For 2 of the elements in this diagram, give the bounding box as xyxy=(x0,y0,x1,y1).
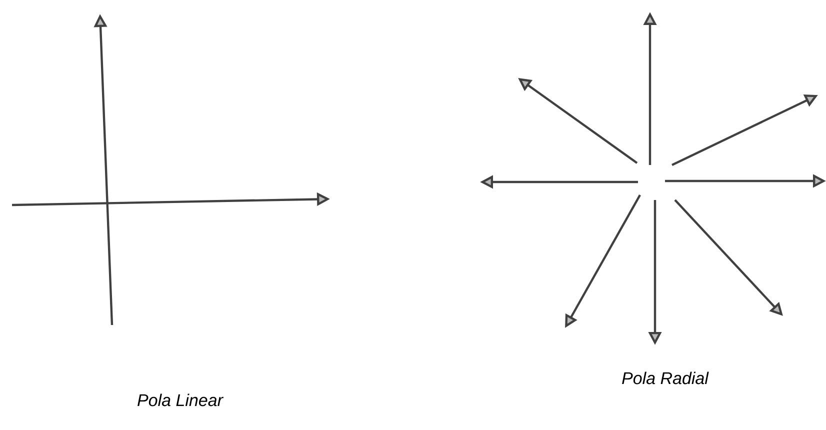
caption: Pola Radial xyxy=(622,372,709,384)
caption: Pola Linear xyxy=(138,394,224,406)
